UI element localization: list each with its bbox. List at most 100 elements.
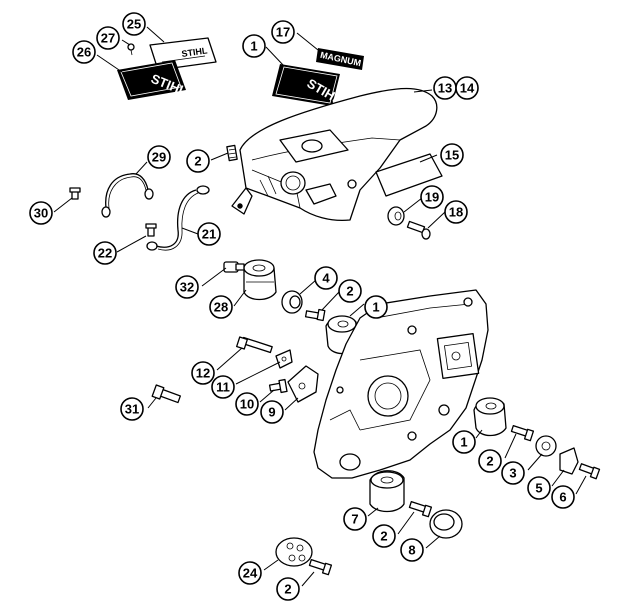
- screw-2-right: [510, 425, 535, 442]
- svg-text:32: 32: [180, 280, 194, 295]
- svg-text:29: 29: [152, 150, 166, 165]
- svg-text:15: 15: [445, 148, 459, 163]
- svg-text:2: 2: [284, 582, 291, 597]
- callout-21: 21: [197, 222, 221, 246]
- filter-strip-15: [375, 153, 443, 197]
- callout-22: 22: [93, 241, 117, 265]
- av-buffer-28: [243, 259, 277, 301]
- callout-2-right: 2: [478, 449, 502, 473]
- svg-text:27: 27: [101, 31, 115, 46]
- callout-15: 15: [440, 143, 464, 167]
- callout-8: 8: [400, 538, 424, 562]
- callout-27: 27: [96, 26, 120, 50]
- callout-31: 31: [120, 397, 144, 421]
- callout-19: 19: [420, 185, 444, 209]
- grommet-19: [387, 206, 405, 226]
- bolt-12: [236, 336, 273, 354]
- callout-17: 17: [271, 20, 295, 44]
- callout-1-right: 1: [452, 430, 476, 454]
- callout-25: 25: [122, 12, 146, 36]
- svg-text:2: 2: [194, 154, 201, 169]
- svg-text:31: 31: [125, 402, 139, 417]
- svg-text:22: 22: [98, 246, 112, 261]
- label-plate-17-magnum: MAGNUM: [316, 48, 364, 70]
- leader-lines: [53, 26, 587, 587]
- callout-3: 3: [501, 461, 525, 485]
- svg-text:2: 2: [486, 454, 493, 469]
- svg-text:13: 13: [438, 81, 452, 96]
- svg-text:7: 7: [351, 512, 358, 527]
- svg-text:19: 19: [425, 190, 439, 205]
- plug-24: [275, 537, 313, 567]
- av-buffer-1-right: [473, 397, 507, 437]
- svg-text:18: 18: [449, 205, 463, 220]
- callout-18: 18: [444, 200, 468, 224]
- cover-plate-9: [287, 365, 319, 403]
- callout-7: 7: [343, 507, 367, 531]
- callout-2-bottom: 2: [372, 524, 396, 548]
- svg-text:24: 24: [243, 566, 258, 581]
- svg-text:1: 1: [460, 435, 467, 450]
- callout-24: 24: [238, 561, 262, 585]
- washer-4: [281, 290, 303, 314]
- callout-28: 28: [209, 295, 233, 319]
- callout-13: 13: [433, 76, 457, 100]
- svg-text:10: 10: [240, 397, 254, 412]
- screw-2-cover: [226, 144, 238, 162]
- svg-text:4: 4: [322, 271, 330, 286]
- screw-27: [127, 43, 135, 56]
- av-buffer-7: [369, 470, 405, 513]
- callout-4: 4: [314, 266, 338, 290]
- shroud-cover: [231, 87, 438, 222]
- callout-12: 12: [191, 361, 215, 385]
- svg-text:17: 17: [276, 25, 290, 40]
- svg-text:1: 1: [250, 39, 257, 54]
- svg-text:9: 9: [268, 405, 275, 420]
- callout-29: 29: [147, 145, 171, 169]
- ground-wire-29: [101, 173, 154, 218]
- screw-30: [69, 187, 81, 200]
- cap-8: [429, 509, 463, 539]
- svg-text:5: 5: [535, 481, 542, 496]
- svg-text:12: 12: [196, 366, 210, 381]
- screw-2-bottom: [408, 501, 433, 518]
- callout-6: 6: [551, 485, 575, 509]
- svg-text:1: 1: [372, 300, 379, 315]
- screw-6: [578, 463, 601, 480]
- washer-3: [535, 435, 557, 457]
- av-buffer-1-mid: [325, 315, 359, 355]
- callout-32: 32: [175, 275, 199, 299]
- bolt-31: [151, 384, 182, 404]
- ground-wire-21: [146, 185, 210, 251]
- screw-10: [268, 378, 288, 394]
- svg-text:2: 2: [380, 529, 387, 544]
- callout-2-cover: 2: [186, 149, 210, 173]
- screw-22: [145, 223, 157, 237]
- callout-1-top: 1: [242, 34, 266, 58]
- svg-text:28: 28: [214, 300, 228, 315]
- svg-text:21: 21: [202, 227, 216, 242]
- svg-text:25: 25: [127, 17, 141, 32]
- screw-32: [223, 261, 245, 273]
- screw-2-mid: [304, 308, 326, 322]
- screw-18: [406, 220, 431, 240]
- clip-5: [559, 447, 579, 475]
- svg-text:26: 26: [77, 45, 91, 60]
- callout-14: 14: [455, 76, 479, 100]
- svg-text:6: 6: [559, 490, 566, 505]
- svg-text:2: 2: [346, 284, 353, 299]
- callout-9: 9: [260, 400, 284, 424]
- callout-1-mid: 1: [364, 295, 388, 319]
- plate-25-text: STIHL: [181, 45, 209, 59]
- callout-5: 5: [527, 476, 551, 500]
- crankcase: [313, 289, 489, 479]
- svg-text:3: 3: [509, 466, 516, 481]
- callout-2-plug: 2: [276, 577, 300, 601]
- label-plate-26: STIHL 038: [117, 60, 213, 108]
- plate-11: [275, 349, 293, 369]
- callout-30: 30: [29, 201, 53, 225]
- callout-11: 11: [211, 375, 235, 399]
- svg-text:11: 11: [216, 380, 230, 395]
- callout-26: 26: [72, 40, 96, 64]
